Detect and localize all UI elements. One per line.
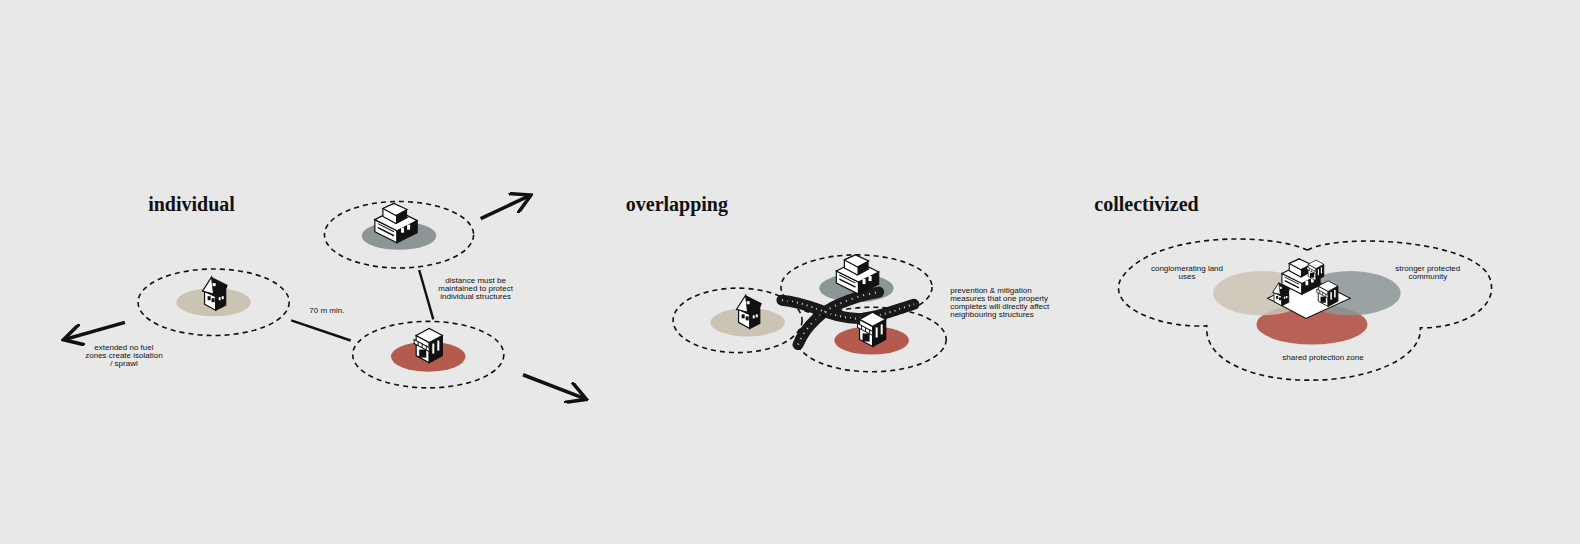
section-heading: collectivized bbox=[1094, 194, 1198, 214]
section-heading: overlapping bbox=[626, 194, 728, 214]
annotation: distance must be maintained to protect i… bbox=[434, 277, 517, 301]
zone-label: conglomerating land uses bbox=[1148, 265, 1227, 281]
zone-label: shared protection zone bbox=[1267, 354, 1380, 362]
protection-cloud: conglomerating land uses stronger protect… bbox=[1108, 230, 1503, 385]
dimension-label: 70 m min. bbox=[307, 306, 346, 316]
zone-label: stronger protected community bbox=[1383, 265, 1472, 281]
annotation: prevention & mitigation measures that on… bbox=[950, 287, 1065, 319]
annotation: extended no fuel zones create isolation … bbox=[84, 344, 165, 368]
section-heading: individual bbox=[148, 194, 235, 214]
cloud-outline-path bbox=[1119, 239, 1492, 380]
